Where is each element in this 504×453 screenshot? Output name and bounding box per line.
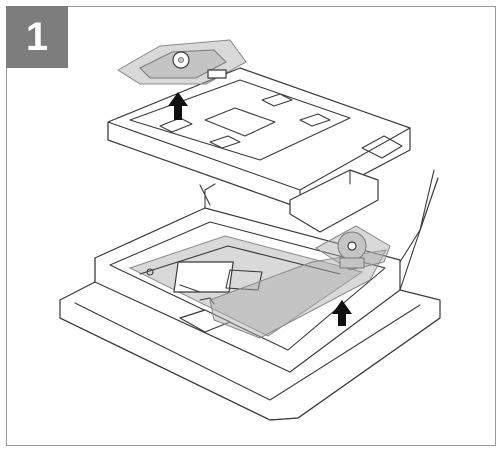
stand-neck <box>209 225 391 339</box>
top-foam-cushion <box>107 67 411 233</box>
lift-arrow-neck <box>332 300 352 326</box>
step-number-badge: 1 <box>6 6 68 68</box>
lift-arrow-base <box>168 92 188 120</box>
stand-base <box>117 39 247 85</box>
monitor-panel <box>128 235 364 337</box>
